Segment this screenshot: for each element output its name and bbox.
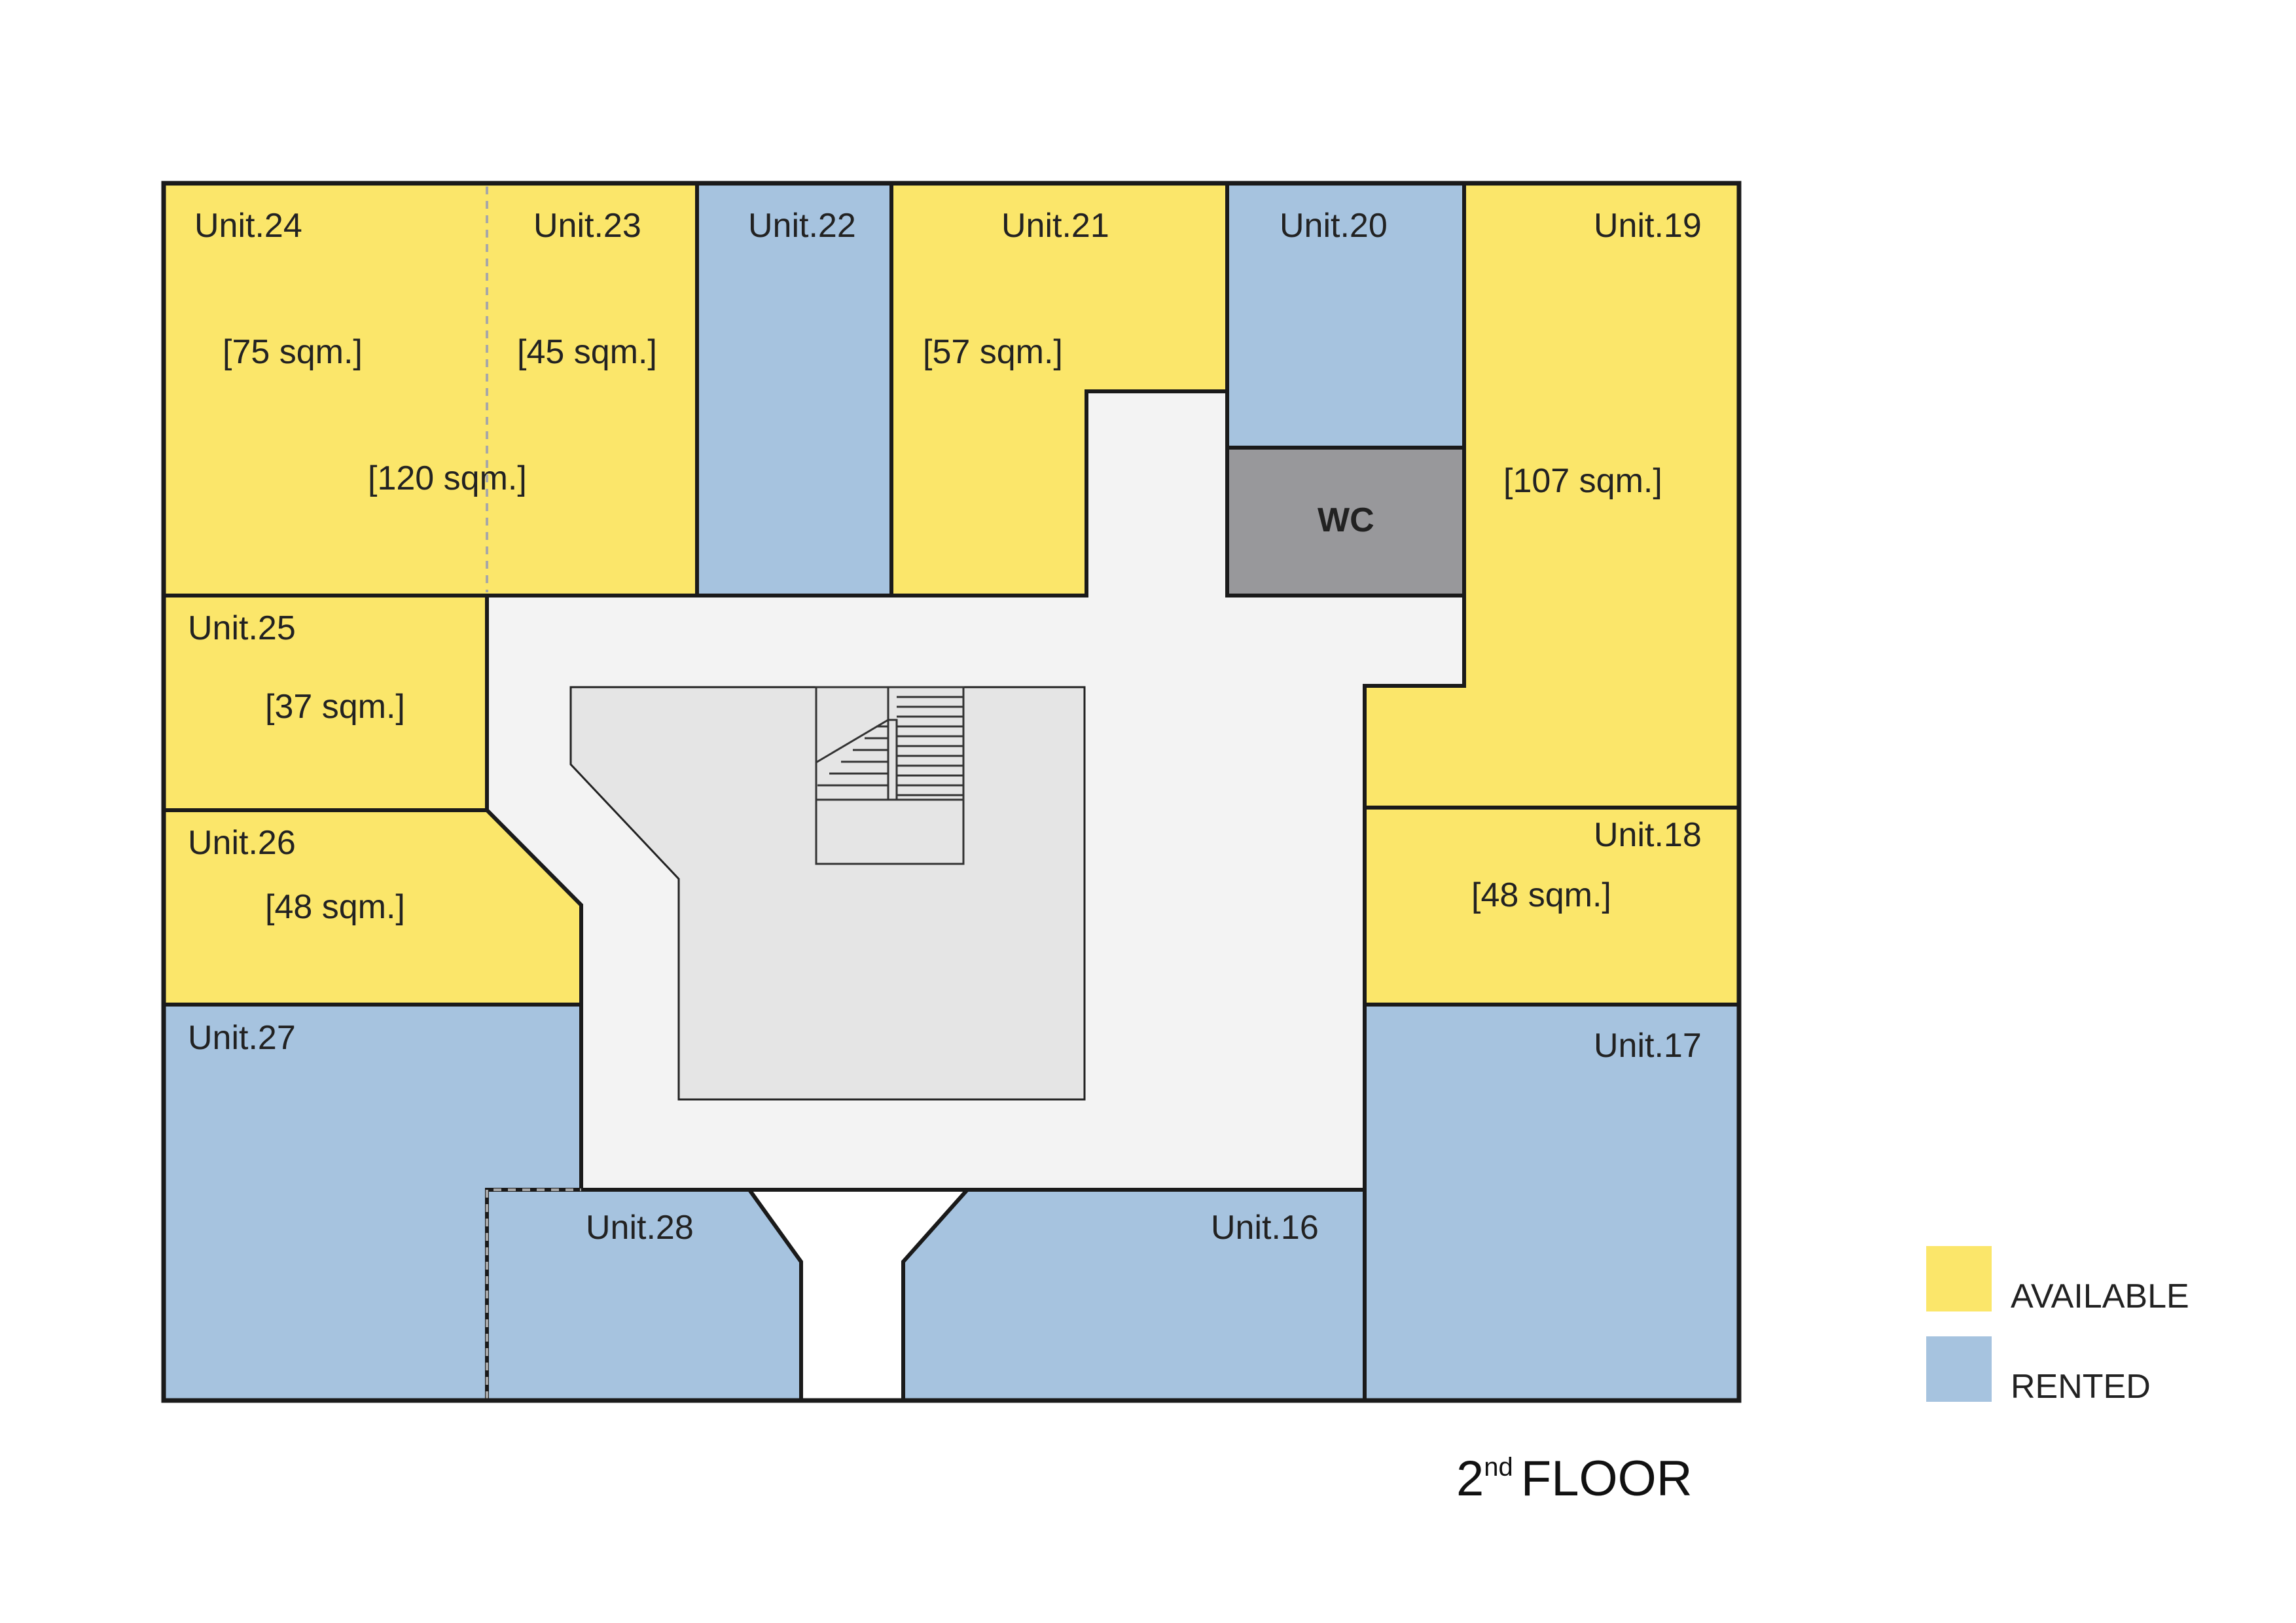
unit-24-area: [75 sqm.] [223, 333, 363, 371]
unit-19-name: Unit.19 [1594, 207, 1702, 245]
floor-ordinal-suffix: nd [1484, 1453, 1513, 1482]
unit-23-name: Unit.23 [533, 207, 641, 245]
unit-18-area: [48 sqm.] [1471, 876, 1611, 914]
unit-24-name: Unit.24 [194, 207, 302, 245]
unit-21-name: Unit.21 [1001, 207, 1109, 245]
unit-20-name: Unit.20 [1280, 207, 1388, 245]
unit-24-23[interactable] [162, 181, 699, 597]
legend-available-label: AVAILABLE [2011, 1277, 2189, 1315]
unit-18-name: Unit.18 [1594, 816, 1702, 854]
wc-label: WC [1318, 501, 1374, 539]
legend-rented-label: RENTED [2011, 1368, 2151, 1406]
unit-16-name: Unit.16 [1211, 1209, 1319, 1247]
unit-17-name: Unit.17 [1594, 1027, 1702, 1065]
unit-22-name: Unit.22 [748, 207, 856, 245]
unit-25-area: [37 sqm.] [265, 688, 405, 726]
unit-26-area: [48 sqm.] [265, 888, 405, 926]
unit-22[interactable] [695, 181, 893, 597]
legend-rented-swatch [1926, 1336, 1992, 1402]
unit-26-name: Unit.26 [188, 824, 296, 862]
unit-28-name: Unit.28 [586, 1209, 694, 1247]
unit-23-area: [45 sqm.] [517, 333, 657, 371]
unit-27-28-divider [486, 1188, 581, 1399]
floor-word: FLOOR [1521, 1451, 1693, 1507]
atrium [569, 686, 1086, 1101]
floor-number: 2 [1456, 1451, 1484, 1507]
legend-available-swatch [1926, 1246, 1992, 1311]
unit-19-area: [107 sqm.] [1503, 462, 1662, 500]
stair-rail [816, 719, 889, 764]
staircase-icon [815, 686, 965, 865]
legend: AVAILABLE RENTED [1926, 1246, 2189, 1406]
building-outline [161, 181, 1742, 1403]
unit-25-name: Unit.25 [188, 609, 296, 647]
unit-24-23-area: [120 sqm.] [368, 459, 527, 497]
floor-title: 2nd FLOOR [1456, 1451, 1693, 1507]
unit-27-name: Unit.27 [188, 1019, 296, 1057]
unit-21-area: [57 sqm.] [923, 333, 1063, 371]
